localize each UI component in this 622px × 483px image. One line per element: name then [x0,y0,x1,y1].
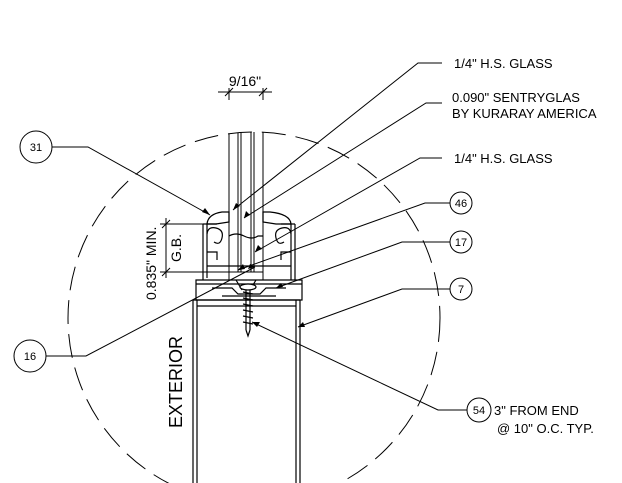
leader-lines [46,62,467,411]
svg-text:7: 7 [458,284,464,296]
callout-7: 7 [449,277,473,301]
bite-abbrev-text: G.B. [168,234,184,262]
svg-text:54: 54 [473,405,485,417]
svg-text:16: 16 [24,351,36,363]
setting-block [228,271,264,281]
leader-arrowheads [202,203,305,327]
detail-circle [67,131,441,483]
callout-54: 54 [466,397,492,423]
leader-54 [251,321,467,411]
svg-text:46: 46 [455,198,467,210]
glass-bite-dimension [160,218,229,278]
leader-31 [52,146,211,216]
svg-text:31: 31 [30,142,42,154]
note-interlayer-line2: BY KURARAY AMERICA [452,106,597,121]
glazing-channel [202,223,296,280]
leader-7 [297,288,450,328]
leader-outer-glass [232,62,442,211]
leader-16 [46,266,256,357]
glass-width-dimension [218,87,272,100]
min-bite-text: 0.835" MIN. [143,227,159,300]
leader-interlayer [243,102,442,219]
callout-16: 16 [13,339,47,373]
glazing-gaskets [206,211,292,225]
callout-31: 31 [19,130,53,164]
mullion-extrusion [192,299,301,483]
note-outer-glass: 1/4" H.S. GLASS [454,56,553,71]
note-interlayer-line1: 0.090" SENTRYGLAS [452,90,580,105]
svg-text:17: 17 [455,237,467,249]
note-inner-glass: 1/4" H.S. GLASS [454,151,553,166]
leader-inner-glass [254,157,442,253]
glazing-section [192,132,303,483]
note-fastener-line1: 3" FROM END [494,403,579,418]
callout-46: 46 [449,191,473,215]
screw-fastener [239,283,257,338]
exterior-label: EXTERIOR [166,336,186,428]
callout-17: 17 [449,230,473,254]
leader-46 [237,202,450,271]
leader-17 [275,241,450,289]
note-fastener-line2: @ 10" O.C. TYP. [497,421,594,436]
glass-width-text: 9/16" [229,73,261,89]
